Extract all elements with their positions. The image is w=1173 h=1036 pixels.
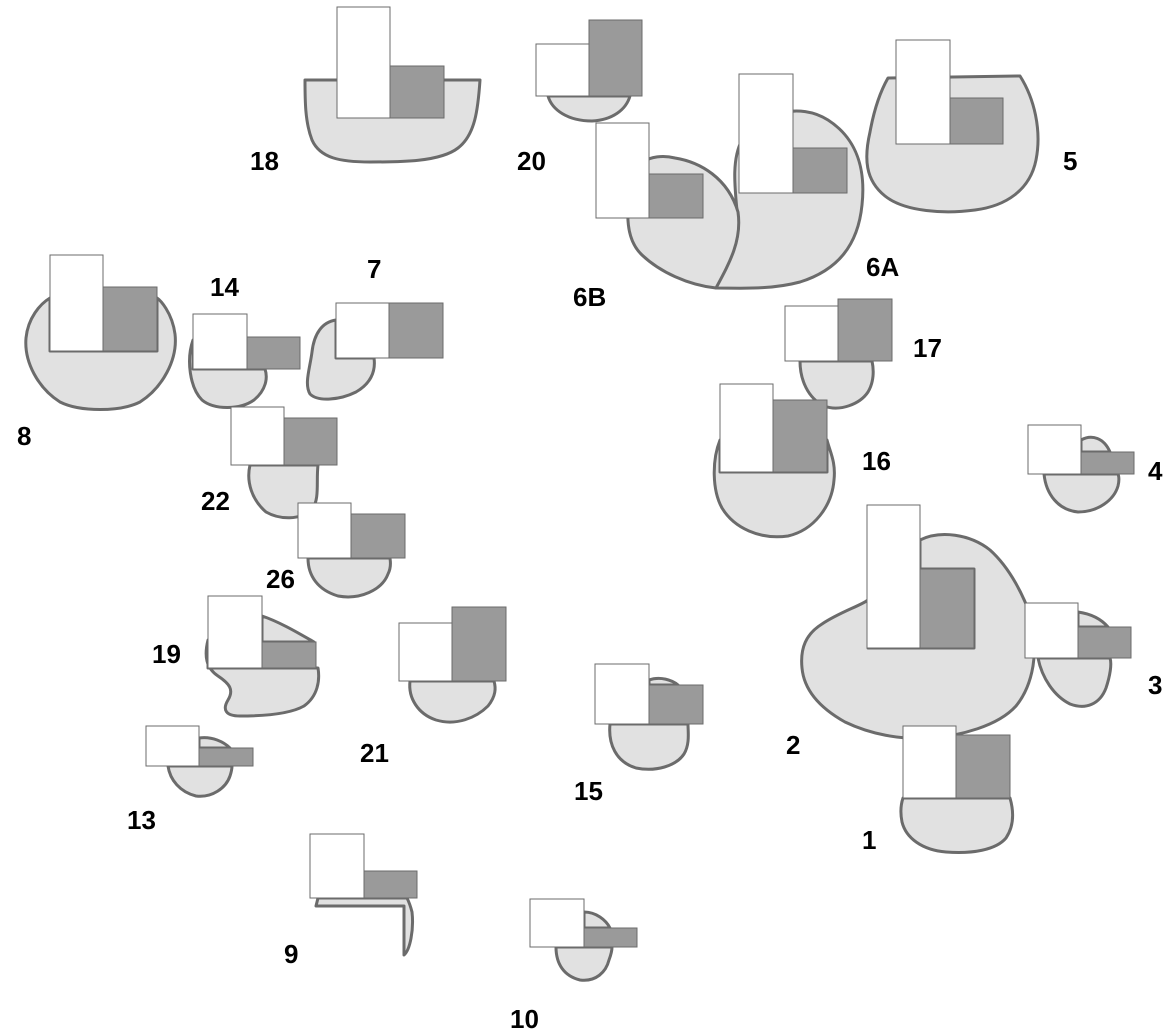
zone-3-white-bar (1024, 602, 1079, 659)
zone-16-grey-bar (772, 399, 828, 473)
zone-1-white-bar (902, 725, 957, 799)
zone-15-label: 15 (574, 776, 603, 806)
zone-21-white-bar (398, 622, 453, 682)
zone-8-grey-bar (102, 286, 158, 352)
zone-7: 7 (305, 254, 444, 401)
zone-10: 10 (510, 898, 638, 1034)
zone-21-grey-bar (451, 606, 507, 682)
zone-8-label: 8 (17, 421, 31, 451)
zone-18-grey-bar (389, 65, 445, 119)
zone-13: 13 (127, 725, 254, 835)
zone-20-grey-bar (588, 19, 643, 97)
zone-4-white-bar (1027, 424, 1082, 475)
zone-6b: 6B (573, 122, 741, 312)
zone-16: 16 (712, 383, 891, 539)
zone-14-grey-bar (246, 336, 301, 370)
zone-10-label: 10 (510, 1004, 539, 1034)
zone-15-white-bar (594, 663, 650, 725)
zone-1-area (899, 796, 1015, 854)
zone-5-grey-bar (949, 97, 1004, 145)
zone-5: 5 (865, 39, 1077, 214)
zone-20-label: 20 (517, 146, 546, 176)
zone-8-area (24, 296, 177, 411)
zone-6a-grey-bar (792, 147, 848, 194)
zone-3-grey-bar (1077, 626, 1132, 659)
zone-7-grey-bar (388, 302, 444, 359)
zone-21-label: 21 (360, 738, 389, 768)
zone-3: 3 (1024, 602, 1162, 708)
zone-6b-label: 6B (573, 282, 606, 312)
zone-9: 9 (284, 833, 418, 969)
zone-5-label: 5 (1063, 146, 1077, 176)
zone-3-label: 3 (1148, 670, 1162, 700)
zone-13-grey-bar (198, 747, 254, 767)
zone-17-grey-bar (837, 298, 893, 362)
zone-10-grey-bar (583, 927, 638, 948)
zone-22: 22 (201, 406, 338, 520)
zone-13-white-bar (145, 725, 200, 767)
zone-15-grey-bar (648, 684, 704, 725)
zone-10-white-bar (529, 898, 585, 948)
zone-26-label: 26 (266, 564, 295, 594)
zone-15: 15 (574, 663, 704, 806)
zone-17-label: 17 (913, 333, 942, 363)
zone-13-label: 13 (127, 805, 156, 835)
zone-14: 14 (188, 272, 301, 409)
zone-8: 8 (17, 254, 177, 451)
zone-4: 4 (1027, 424, 1163, 514)
zone-9-label: 9 (284, 939, 298, 969)
zone-5-white-bar (895, 39, 951, 145)
zone-17-white-bar (784, 305, 839, 362)
zone-20: 20 (517, 19, 643, 176)
zone-21-area (408, 679, 497, 724)
zone-9-white-bar (309, 833, 365, 899)
zone-7-white-bar (335, 302, 390, 359)
zone-2-white-bar (866, 504, 921, 649)
zone-26-grey-bar (350, 513, 406, 559)
zone-6b-grey-bar (648, 173, 704, 219)
zone-2-grey-bar (919, 568, 975, 649)
zone-18: 18 (250, 6, 482, 176)
zone-17-area (798, 359, 875, 410)
zone-4-grey-bar (1080, 451, 1135, 475)
zone-14-label: 14 (210, 272, 239, 302)
zone-22-grey-bar (283, 417, 338, 466)
zone-1: 1 (862, 725, 1015, 855)
zone-19-grey-bar (261, 641, 317, 669)
zone-6a: 6A (714, 73, 899, 290)
zone-9-area (314, 896, 414, 957)
zone-19: 19 (152, 595, 321, 718)
zone-16-area (712, 438, 836, 539)
zone-21: 21 (360, 606, 507, 768)
zone-6a-white-bar (738, 73, 794, 194)
zone-26: 26 (266, 502, 406, 599)
zone-16-label: 16 (862, 446, 891, 476)
zone-4-label: 4 (1148, 456, 1163, 486)
zone-26-white-bar (297, 502, 352, 559)
zone-16-white-bar (719, 383, 774, 473)
zone-6a-label: 6A (866, 252, 899, 282)
zone-19-white-bar (207, 595, 263, 669)
zone-2-label: 2 (786, 730, 800, 760)
zone-19-label: 19 (152, 639, 181, 669)
zone-17: 17 (784, 298, 942, 410)
zone-1-label: 1 (862, 825, 876, 855)
zone-7-label: 7 (367, 254, 381, 284)
zone-20-white-bar (535, 43, 590, 97)
zone-1-grey-bar (955, 734, 1011, 799)
zone-26-area (306, 556, 392, 599)
zone-8-white-bar (49, 254, 104, 352)
zone-6b-white-bar (595, 122, 650, 219)
zone-22-label: 22 (201, 486, 230, 516)
zone-18-white-bar (336, 6, 391, 119)
zone-20-area (546, 94, 632, 123)
zone-14-white-bar (192, 313, 248, 370)
zone-7-area (305, 318, 376, 401)
zone-9-grey-bar (363, 870, 418, 899)
zone-2: 2 (786, 504, 1037, 760)
zone-22-white-bar (230, 406, 285, 466)
zone-18-label: 18 (250, 146, 279, 176)
